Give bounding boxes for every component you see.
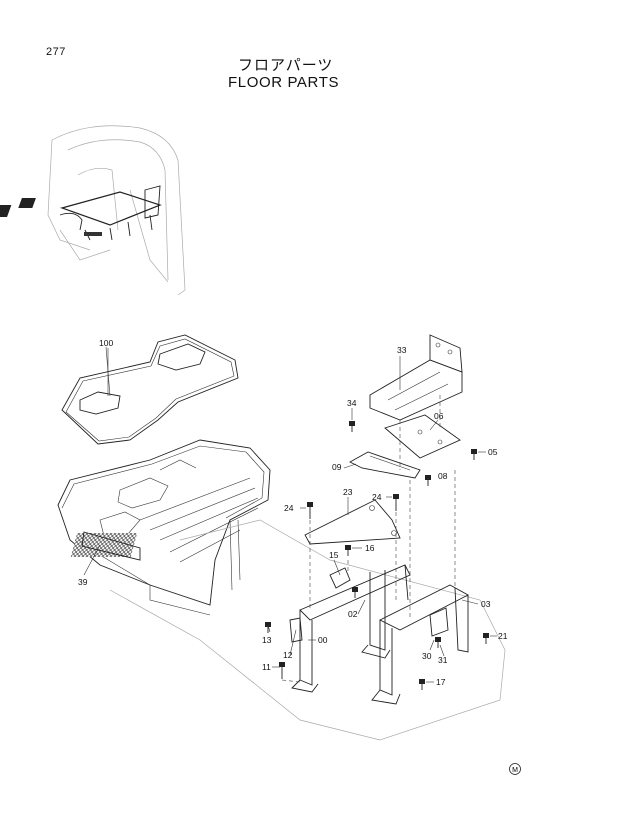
part-plate-06 xyxy=(384,414,461,459)
bolt-symbols xyxy=(265,421,489,690)
part-label: 100 xyxy=(99,338,113,348)
part-label: 24 xyxy=(284,503,294,513)
part-label: 13 xyxy=(262,635,272,645)
part-label: 15 xyxy=(329,550,339,560)
part-floor-plate xyxy=(57,439,506,741)
footer-mark-text: M xyxy=(512,767,518,774)
part-label: 31 xyxy=(438,655,448,665)
part-label: 08 xyxy=(438,471,448,481)
leader-lines xyxy=(83,348,497,683)
part-small-hardware xyxy=(289,567,351,643)
part-label: 23 xyxy=(343,487,353,497)
part-label: 05 xyxy=(488,447,498,457)
part-label: 06 xyxy=(434,411,444,421)
part-labels: 100 39 33 34 06 05 09 08 24 23 24 16 15 … xyxy=(78,338,508,687)
part-label: 02 xyxy=(348,609,358,619)
part-label: 39 xyxy=(78,577,88,587)
part-label: 00 xyxy=(318,635,328,645)
assembly-lines xyxy=(281,395,456,683)
part-frame-03 xyxy=(371,584,469,705)
part-label: 21 xyxy=(498,631,508,641)
part-label: 03 xyxy=(481,599,491,609)
page-title-english: FLOOR PARTS xyxy=(228,74,340,91)
part-label: 33 xyxy=(397,345,407,355)
part-label: 12 xyxy=(283,650,293,660)
page-number: 277 xyxy=(46,46,66,58)
part-label: 34 xyxy=(347,398,357,408)
part-bracket-09 xyxy=(349,451,421,479)
part-floor-mat xyxy=(61,334,239,445)
page-title-japanese: フロアパーツ xyxy=(238,56,334,74)
part-plate-23 xyxy=(304,499,401,545)
part-label: 09 xyxy=(332,462,342,472)
part-label: 16 xyxy=(365,543,375,553)
part-label: 30 xyxy=(422,651,432,661)
part-upper-bracket xyxy=(369,334,463,421)
part-label: 24 xyxy=(372,492,382,502)
cab-thumbnail xyxy=(0,125,186,296)
part-label: 17 xyxy=(436,677,446,687)
circled-m-mark: M xyxy=(509,763,521,775)
part-label: 11 xyxy=(262,662,271,672)
